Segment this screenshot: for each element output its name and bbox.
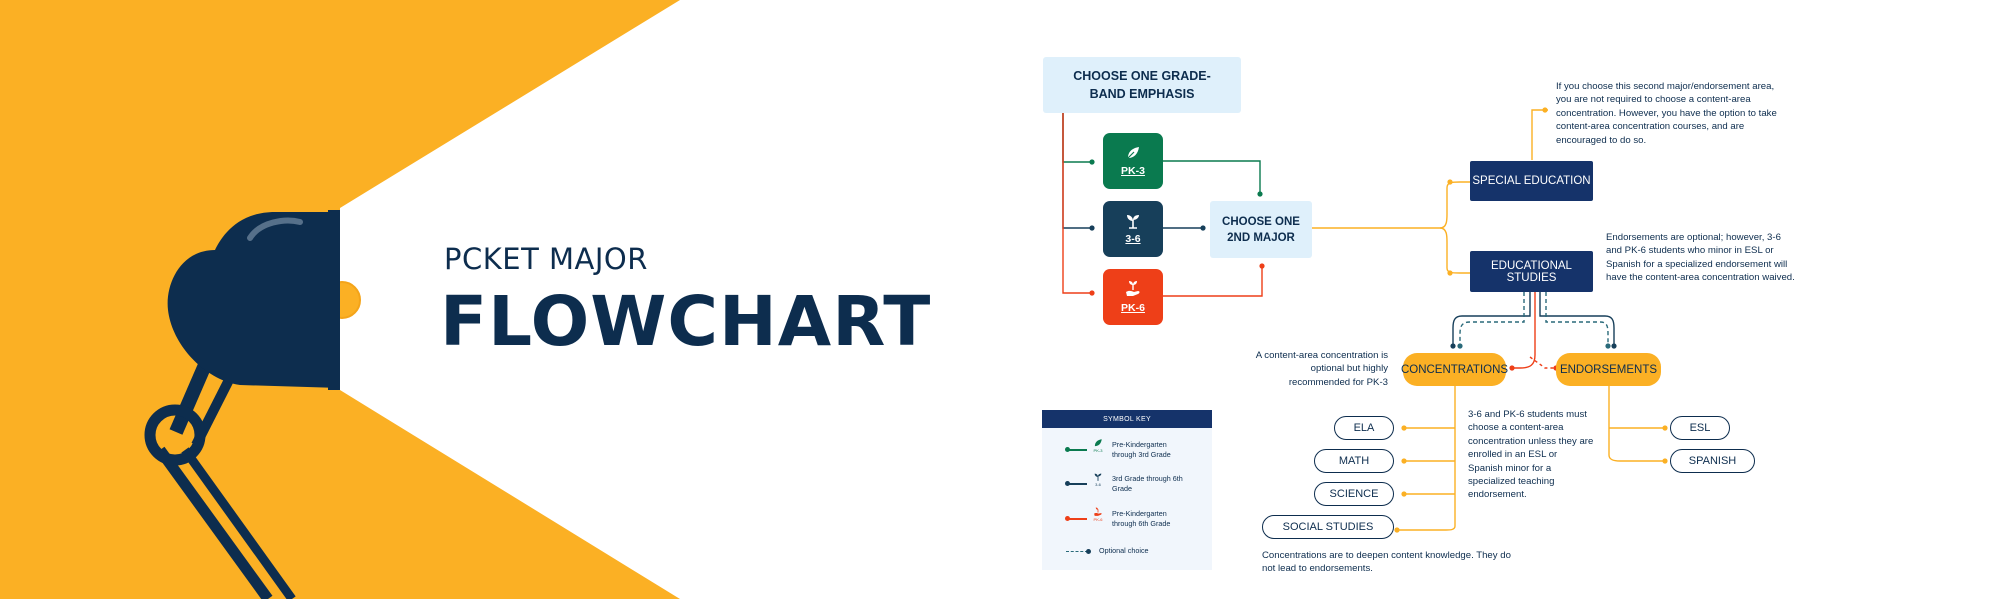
concentration-option-science: SCIENCE	[1314, 482, 1394, 506]
endorsement-option-spanish: SPANISH	[1670, 449, 1755, 473]
leaf-icon	[1127, 147, 1139, 159]
page-title: FLOWCHART	[440, 282, 932, 362]
hand-plant-icon	[1126, 281, 1140, 296]
note-concentration-optional: A content-area concentration is optional…	[1255, 350, 1388, 388]
grade-pk6-label: PK-6	[1121, 302, 1145, 314]
grade-band-box: CHOOSE ONE GRADE-BAND EMPHASIS	[1043, 57, 1241, 113]
endorsements-pill: ENDORSEMENTS	[1556, 353, 1661, 386]
concentration-option-social-studies: SOCIAL STUDIES	[1262, 515, 1394, 539]
connector-grade-36	[1062, 112, 1092, 229]
grade-pk3-label: PK-3	[1121, 165, 1145, 177]
grade-pk3-box: PK-3	[1103, 133, 1163, 189]
lamp-head	[167, 210, 340, 390]
concentration-option-math: MATH	[1314, 449, 1394, 473]
lamp-arm	[144, 362, 296, 599]
connector-pk6-major	[1163, 267, 1263, 297]
endorsement-option-esl: ESL	[1670, 416, 1730, 440]
hand-plant-icon: PK-6	[1092, 507, 1104, 527]
grade-36-label: 3-6	[1125, 233, 1141, 245]
key-row-pk3: PK-3 Pre-Kindergarten through 3rd Grade	[1042, 436, 1212, 466]
special-education-box: SPECIAL EDUCATION	[1470, 161, 1593, 201]
note-concentration-required: 3-6 and PK-6 students must choose a cont…	[1468, 409, 1594, 501]
concentration-option-ela: ELA	[1334, 416, 1394, 440]
page-subtitle: PCKET MAJOR	[444, 242, 648, 276]
concentrations-pill: CONCENTRATIONS	[1401, 353, 1508, 386]
dashed-line-symbol	[1066, 551, 1088, 552]
leaf-icon: PK-3	[1092, 438, 1104, 458]
key-row-36: 3-6 3rd Grade through 6th Grade	[1042, 470, 1212, 500]
key-label-optional: Optional choice	[1099, 546, 1149, 555]
symbol-key-title: SYMBOL KEY	[1042, 410, 1212, 428]
connector-pk3-major	[1163, 160, 1261, 193]
grade-36-box: 3-6	[1103, 201, 1163, 257]
symbol-key: SYMBOL KEY PK-3 Pre-Kindergarten through…	[1042, 410, 1212, 570]
note-endorsements: Endorsements are optional; however, 3-6 …	[1606, 232, 1795, 284]
educational-studies-box: EDUCATIONAL STUDIES	[1470, 251, 1593, 292]
key-row-pk6: PK-6 Pre-Kindergarten through 6th Grade	[1042, 505, 1212, 535]
sprout-icon	[1127, 215, 1139, 229]
second-major-box: CHOOSE ONE 2ND MAJOR	[1210, 201, 1312, 258]
grade-pk6-box: PK-6	[1103, 269, 1163, 325]
note-concentration-purpose: Concentrations are to deepen content kno…	[1262, 550, 1511, 575]
key-label-pk6: Pre-Kindergarten through 6th Grade	[1112, 509, 1171, 528]
note-special-education: If you choose this second major/endorsem…	[1556, 81, 1777, 146]
connector-grade-pk3	[1062, 112, 1092, 163]
key-label-pk3: Pre-Kindergarten through 3rd Grade	[1112, 440, 1171, 459]
sprout-icon: 3-6	[1092, 472, 1104, 492]
key-label-36: 3rd Grade through 6th Grade	[1112, 474, 1183, 493]
key-row-optional: Optional choice	[1042, 538, 1212, 568]
connector-specialed-note	[1531, 109, 1548, 160]
connector-grade-pk6	[1062, 112, 1092, 294]
